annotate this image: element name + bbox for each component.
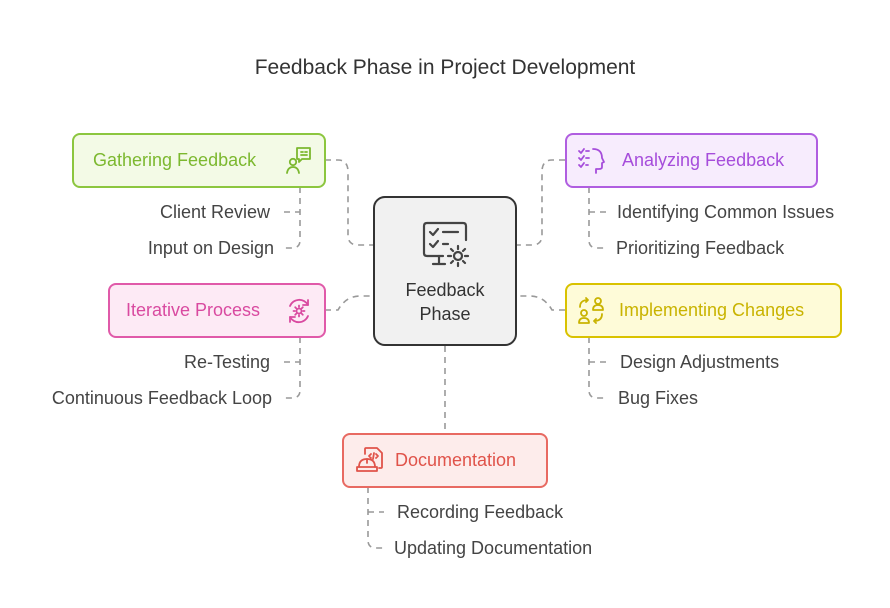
item-input-on-design: Input on Design <box>147 238 274 258</box>
item-design-adjustments: Design Adjustments <box>620 352 780 372</box>
item-identifying-common-issues: Identifying Common Issues <box>617 202 835 222</box>
branch-label: Iterative Process <box>126 300 261 320</box>
branch-documentation: Documentation <box>342 433 548 488</box>
branch-label: Implementing Changes <box>619 300 805 320</box>
chat-person-icon <box>286 147 311 174</box>
item-continuous-feedback-loop: Continuous Feedback Loop <box>51 388 272 408</box>
head-checklist-icon <box>578 148 605 174</box>
item-re-testing: Re-Testing <box>183 352 270 372</box>
center-label: Feedback Phase <box>405 280 485 324</box>
branch-label: Documentation <box>395 450 517 470</box>
item-prioritizing-feedback: Prioritizing Feedback <box>616 238 785 258</box>
center-node: Feedback Phase <box>373 196 517 346</box>
branch-label: Gathering Feedback <box>93 150 257 170</box>
item-bug-fixes: Bug Fixes <box>618 388 699 408</box>
checklist-gear-icon <box>422 221 470 268</box>
item-recording-feedback: Recording Feedback <box>397 502 564 522</box>
branch-iterative-process: Iterative Process <box>108 283 326 338</box>
cycle-gear-icon <box>289 298 309 324</box>
branch-label: Analyzing Feedback <box>622 150 785 170</box>
branch-gathering-feedback: Gathering Feedback <box>72 133 326 188</box>
item-client-review: Client Review <box>159 202 270 222</box>
people-exchange-icon <box>578 297 604 324</box>
branch-analyzing-feedback: Analyzing Feedback <box>565 133 818 188</box>
document-hardhat-icon <box>356 447 383 472</box>
item-updating-documentation: Updating Documentation <box>394 538 593 558</box>
diagram-title: Feedback Phase in Project Development <box>254 56 636 79</box>
branch-implementing-changes: Implementing Changes <box>565 283 842 338</box>
